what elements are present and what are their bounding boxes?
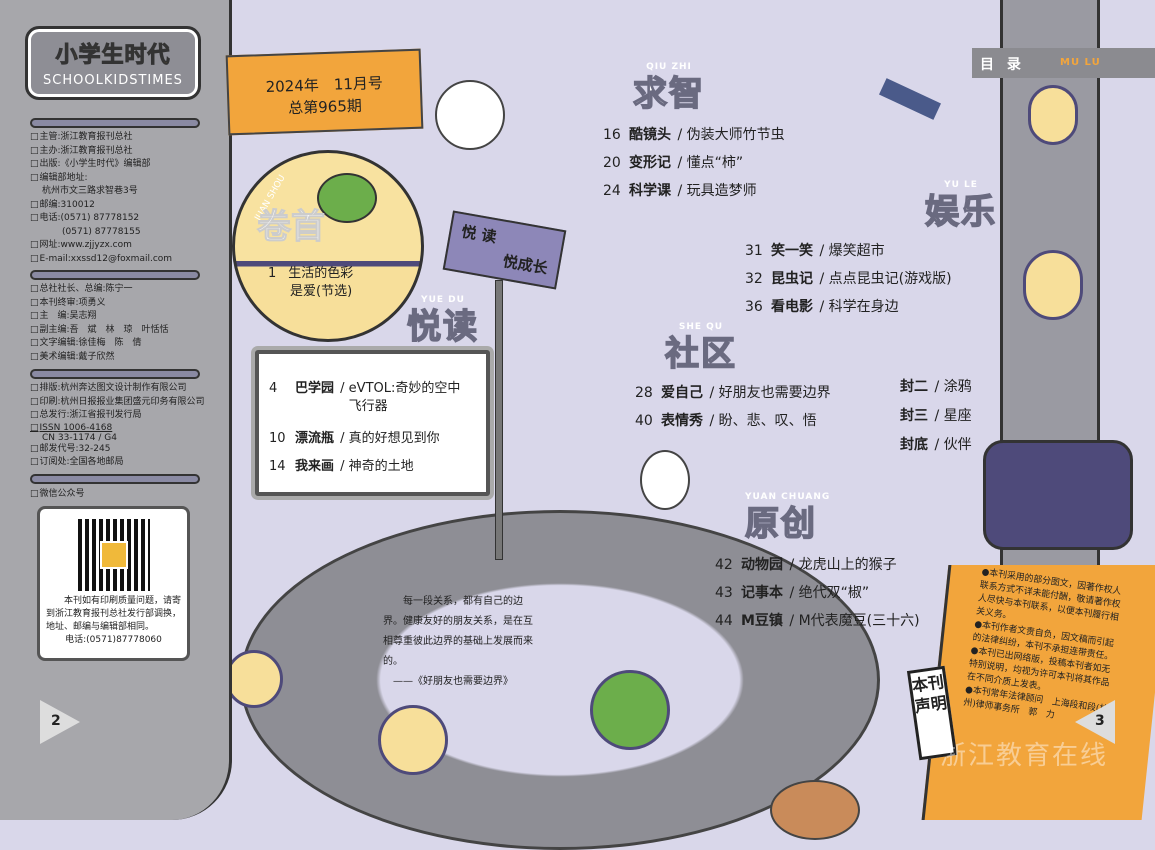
tree-illustration bbox=[317, 173, 377, 223]
sign-pole bbox=[495, 280, 503, 560]
magazine-logo: 小学生时代 SCHOOLKIDSTIMES bbox=[25, 26, 201, 100]
watermark: 浙江教育在线 bbox=[940, 741, 1109, 771]
qr-phone: 电话:(0571)87778060 bbox=[65, 635, 162, 645]
divider bbox=[30, 369, 200, 379]
divider bbox=[30, 474, 200, 484]
toc-entry[interactable]: 封底 / 伙伴 bbox=[900, 437, 972, 453]
qr-note: 本刊如有印刷质量问题，请寄到浙江教育报刊总社发行部调换，地址、邮编与编辑部相同。 bbox=[46, 596, 182, 632]
wechat-qr-box: 本刊如有印刷质量问题，请寄到浙江教育报刊总社发行部调换，地址、邮编与编辑部相同。… bbox=[37, 506, 190, 661]
colophon-wechat: 微信公众号 bbox=[30, 488, 85, 502]
colophon-publisher: 主管:浙江教育报刊总社主办:浙江教育报刊总社出版:《小学生时代》编辑部编辑部地址… bbox=[30, 131, 173, 266]
page-number-left bbox=[40, 700, 80, 744]
toc-entry[interactable]: 封二 / 涂鸦 bbox=[900, 379, 972, 395]
planet-illustration bbox=[770, 780, 860, 840]
astronaut-illustration bbox=[435, 80, 505, 150]
toc-entry[interactable]: 封三 / 星座 bbox=[900, 408, 972, 424]
copyright-notice-panel: ●本刊采用的部分图文，因著作权人联系方式不详未能付酬，敬请著作权人尽快与本刊联系… bbox=[921, 565, 1155, 820]
colophon-printing: 排版:杭州奔达图文设计制作有限公司印刷:杭州日报报业集团盛元印务有限公司总发行:… bbox=[30, 382, 205, 470]
divider bbox=[30, 270, 200, 280]
logo-en: SCHOOLKIDSTIMES bbox=[43, 73, 183, 88]
pod-illustration bbox=[225, 650, 283, 708]
page-number-right bbox=[1075, 700, 1115, 744]
pod-illustration bbox=[378, 705, 448, 775]
slogan-sign: 悦 读悦成长 bbox=[442, 210, 567, 290]
satellite-illustration bbox=[879, 78, 941, 120]
qr-code[interactable] bbox=[77, 519, 150, 591]
page-number-right-text: 3 bbox=[1095, 713, 1105, 729]
section-title: 卷首 bbox=[257, 207, 326, 248]
divider bbox=[30, 118, 200, 128]
colophon-editors: 总社社长、总编:陈宁一本刊终审:项勇义主 编:吴志翔副主编:吾 斌 林 琼 叶恬… bbox=[30, 283, 169, 364]
featured-quote: 每一段关系，都有自己的边界。健康友好的朋友关系，是在互相尊重彼此边界的基础上发展… bbox=[383, 596, 533, 687]
space-ring-illustration bbox=[240, 510, 880, 850]
logo-cn: 小学生时代 bbox=[55, 43, 171, 69]
issue-banner: 2024年 11月号 总第965期 bbox=[225, 48, 424, 136]
page-number-left-text: 2 bbox=[51, 713, 61, 729]
cover-entries: 封二 / 涂鸦 封三 / 星座 封底 / 伙伴 bbox=[900, 378, 972, 454]
astronaut-illustration bbox=[640, 450, 690, 510]
character-illustration bbox=[590, 670, 670, 750]
